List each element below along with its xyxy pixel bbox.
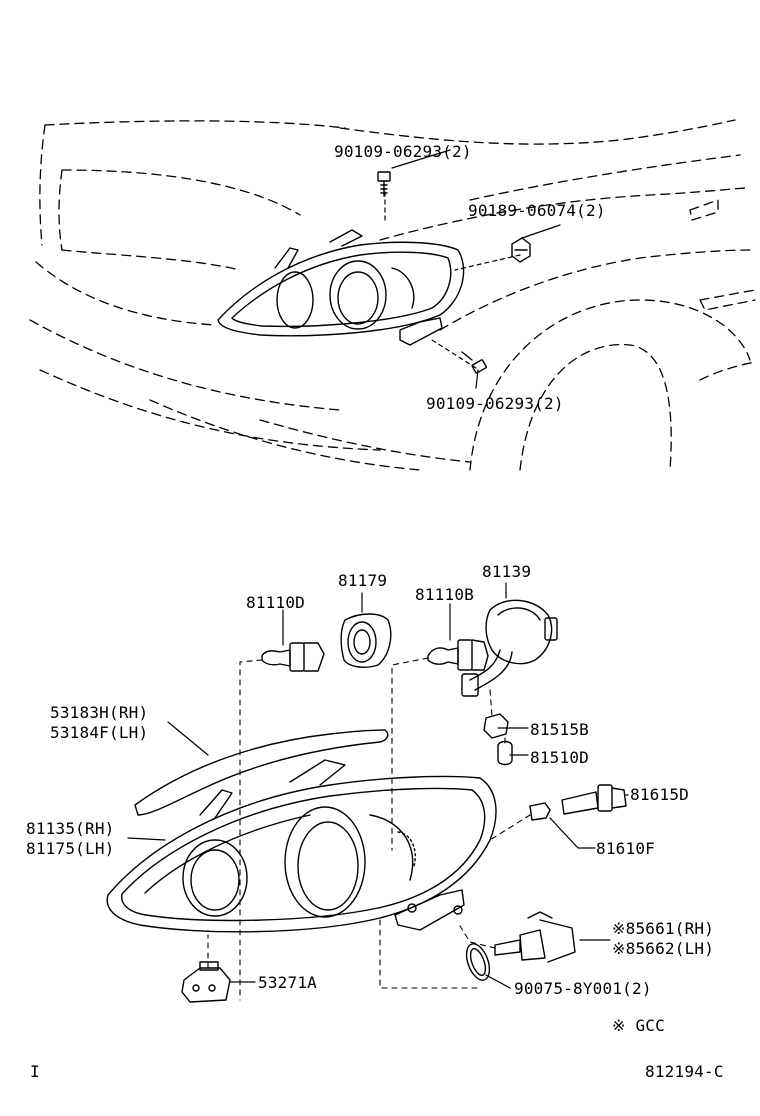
part-label-81179: 81179 <box>338 571 388 590</box>
socket-cover-icon <box>340 613 392 668</box>
bolt-icon <box>377 171 391 197</box>
headlamp-unit <box>106 759 497 933</box>
part-label-81610f: 81610F <box>596 839 655 858</box>
hid-bulb-icon <box>494 911 576 963</box>
side-bulb-icon <box>529 802 551 821</box>
part-label-90189: 90189-06074(2) <box>468 201 606 220</box>
part-label-81175: 81175(LH) <box>26 839 115 858</box>
part-label-81135: 81135(RH) <box>26 819 115 838</box>
installed-headlamp <box>217 229 465 346</box>
vehicle-outline <box>29 119 756 471</box>
part-label-85661: ※85661(RH) <box>612 919 715 938</box>
part-label-90109-top: 90109-06293(2) <box>334 142 472 161</box>
bulb-81110b-icon <box>427 639 489 671</box>
part-label-81110d: 81110D <box>246 593 305 612</box>
gcc-note: ※ GCC <box>612 1016 665 1035</box>
headlamp-seal-strip <box>134 729 389 816</box>
wedge-bulb-icon <box>497 740 513 766</box>
clip-nut-icon <box>511 237 531 263</box>
part-label-85662: ※85662(LH) <box>612 939 715 958</box>
part-label-81515b: 81515B <box>530 720 589 739</box>
part-label-53183h: 53183H(RH) <box>50 703 149 722</box>
part-label-81110b: 81110B <box>415 585 474 604</box>
o-ring-icon <box>465 943 491 981</box>
o-ring-icon <box>469 947 487 977</box>
leader-lines-upper <box>384 149 561 389</box>
figure-code: 812194-C <box>645 1062 724 1081</box>
part-label-53184f: 53184F(LH) <box>50 723 149 742</box>
part-label-90075: 90075-8Y001(2) <box>514 979 652 998</box>
leveling-actuator-icon <box>181 961 231 1003</box>
leader-lines-lower <box>127 582 629 989</box>
small-socket-icon <box>483 713 509 739</box>
bulb-81110d-icon <box>261 642 325 672</box>
side-socket-icon <box>561 784 627 815</box>
bolt-icon <box>461 351 488 374</box>
part-label-81510d: 81510D <box>530 748 589 767</box>
part-label-90109-bottom: 90109-06293(2) <box>426 394 564 413</box>
part-label-81139: 81139 <box>482 562 532 581</box>
socket-wire-harness-icon <box>461 599 558 697</box>
part-label-53271a: 53271A <box>258 973 317 992</box>
page-mark: I <box>30 1062 40 1081</box>
part-label-81615d: 81615D <box>630 785 689 804</box>
dashed-assembly-lines <box>207 657 531 1001</box>
